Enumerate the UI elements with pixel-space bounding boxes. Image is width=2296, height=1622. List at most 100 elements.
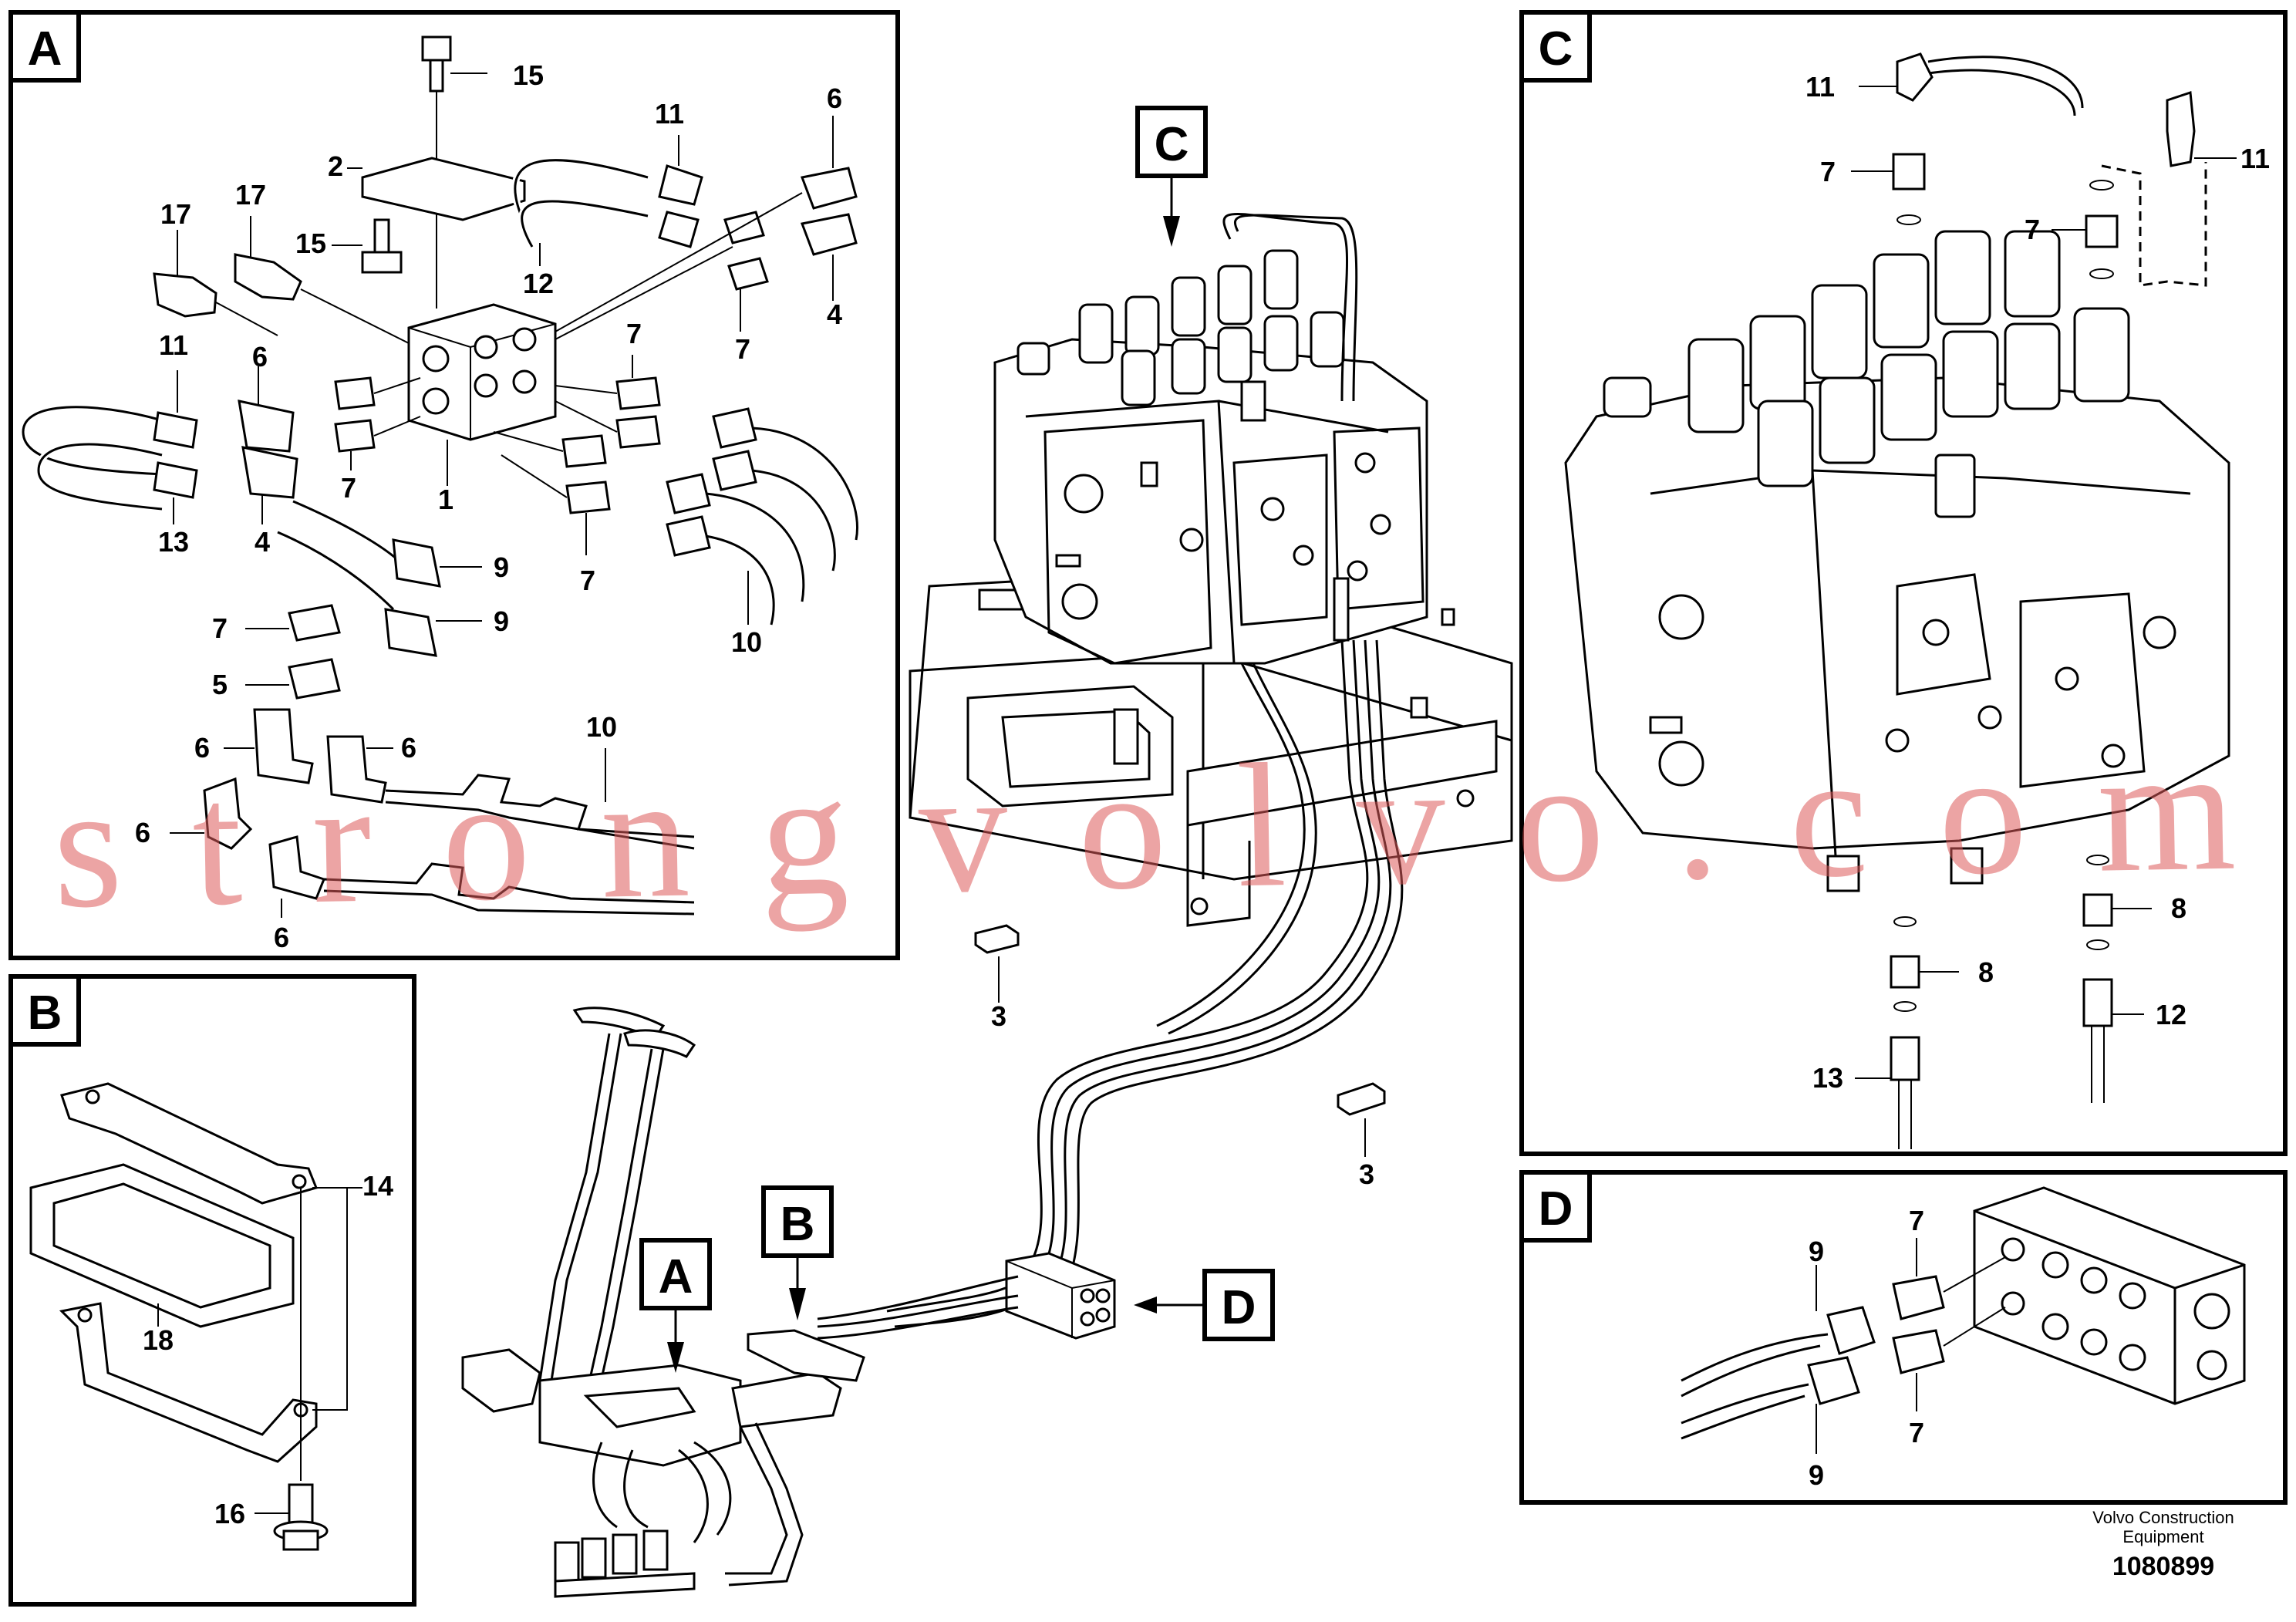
pressure-sensor-17b	[234, 216, 410, 344]
label-a-10a: 10	[731, 626, 762, 658]
label-a-17b: 17	[160, 198, 191, 230]
adapter-7-upper	[1892, 1275, 1945, 1320]
label-a-1: 1	[438, 484, 453, 515]
hose-end-9-lower	[1807, 1356, 1860, 1405]
label-a-11: 11	[655, 98, 684, 130]
label-a-9a: 9	[494, 551, 509, 583]
label-a-15b: 15	[295, 228, 326, 259]
panel-d-frame	[1519, 1170, 2288, 1505]
label-d-7b: 7	[1909, 1417, 1924, 1448]
panel-c-tag: C	[1539, 22, 1573, 76]
main-assembly: C B A D 3 3	[461, 106, 1513, 1598]
panel-b-frame	[8, 974, 416, 1607]
hose-end-13	[1890, 1036, 1920, 1081]
label-d-7a: 7	[1909, 1205, 1924, 1236]
label-a-6b: 6	[252, 341, 268, 373]
hose-bracket-main	[747, 1329, 865, 1382]
label-c-7b: 7	[2025, 214, 2040, 245]
label-a-15a: 15	[513, 59, 544, 91]
elbow-fittings-upper	[555, 116, 858, 340]
manifold-block-main	[817, 1252, 1116, 1340]
label-a-10b: 10	[586, 711, 617, 743]
rubber-grommet	[29, 1163, 295, 1328]
label-a-7d: 7	[580, 565, 595, 596]
control-valve-detail	[1564, 230, 2230, 892]
panel-a-tag-box	[8, 10, 81, 83]
manifold-block-detail	[1973, 1186, 2246, 1405]
hose-bundle-right	[493, 355, 858, 626]
panel-d-tag-box	[1519, 1170, 1592, 1243]
callout-c: C	[1135, 106, 1208, 247]
footer-drawing-number: 1080899	[2112, 1552, 2214, 1581]
label-d-9b: 9	[1809, 1459, 1824, 1491]
panel-b-tag: B	[28, 986, 62, 1040]
adapter-7-lower	[1892, 1329, 1945, 1374]
label-a-7a: 7	[735, 333, 750, 365]
label-b-16: 16	[214, 1498, 245, 1529]
hose-bundle-upper	[511, 135, 703, 266]
fitting-11-top	[1896, 52, 1934, 102]
hose-clip-1	[974, 924, 1020, 1003]
label-c-8a: 8	[1978, 956, 1994, 988]
label-a-6d: 6	[401, 732, 416, 764]
svg-text:A: A	[659, 1250, 693, 1303]
adapter-7-right	[2085, 214, 2119, 248]
hose-bundle-left	[19, 366, 421, 524]
label-a-6f: 6	[274, 922, 289, 953]
hose-end-12	[2082, 978, 2113, 1027]
label-a-2: 2	[328, 150, 343, 182]
label-c-13: 13	[1812, 1062, 1843, 1094]
pressure-sensor-17a	[153, 230, 278, 336]
svg-text:B: B	[781, 1198, 815, 1251]
adapter-8-left	[1890, 955, 1920, 989]
callout-b: B	[761, 1185, 834, 1320]
label-a-13: 13	[158, 526, 189, 558]
label-c-11a: 11	[1805, 71, 1835, 103]
label-c-7a: 7	[1820, 156, 1836, 187]
footer-company-line2: Equipment	[2122, 1527, 2203, 1546]
label-b-14: 14	[362, 1170, 393, 1202]
svg-text:D: D	[1222, 1281, 1256, 1334]
hose-group-9	[245, 500, 482, 700]
label-a-7c: 7	[626, 318, 642, 349]
panel-a-tag: A	[28, 22, 62, 76]
label-a-5: 5	[212, 669, 228, 700]
label-a-17a: 17	[235, 179, 266, 211]
panel-c-frame	[1519, 10, 2288, 1156]
footer-company-line1: Volvo Construction	[2092, 1508, 2234, 1527]
label-a-6a: 6	[827, 83, 842, 114]
bracket-lower	[59, 1302, 318, 1463]
label-c-8b: 8	[2171, 892, 2186, 924]
adapter-8-right	[2082, 893, 2113, 927]
callout-d: D	[1134, 1269, 1275, 1341]
panel-a: A	[8, 10, 900, 960]
panel-a-frame	[8, 10, 900, 960]
label-a-4a: 4	[827, 298, 842, 330]
label-clip-3b: 3	[1359, 1158, 1374, 1190]
adapter-7-left	[1892, 153, 1926, 191]
label-a-7e: 7	[212, 612, 228, 644]
label-a-9b: 9	[494, 605, 509, 637]
hose-end-9-upper	[1826, 1306, 1876, 1355]
label-clip-3a: 3	[991, 1000, 1006, 1032]
label-a-7b: 7	[341, 472, 356, 504]
elbow-group-6	[170, 708, 695, 918]
main-control-valve	[993, 249, 1428, 665]
mounting-plate	[361, 157, 526, 221]
label-b-18: 18	[143, 1324, 174, 1356]
valve-mounting-frame	[909, 569, 1513, 927]
svg-text:C: C	[1155, 118, 1189, 171]
label-c-11b: 11	[2240, 143, 2270, 174]
label-a-12: 12	[523, 268, 554, 299]
label-d-9a: 9	[1809, 1236, 1824, 1267]
label-a-6e: 6	[135, 817, 150, 848]
pilot-control-levers	[461, 1007, 842, 1598]
label-a-4b: 4	[255, 526, 270, 558]
panel-d-tag: D	[1539, 1182, 1573, 1236]
bolt-15-lower	[332, 218, 403, 274]
panel-c: C	[1519, 10, 2288, 1156]
panel-d: D 9 9 7 7	[1519, 1170, 2288, 1505]
panel-b: B 14 18 16	[8, 974, 416, 1607]
manifold-block	[407, 303, 557, 486]
